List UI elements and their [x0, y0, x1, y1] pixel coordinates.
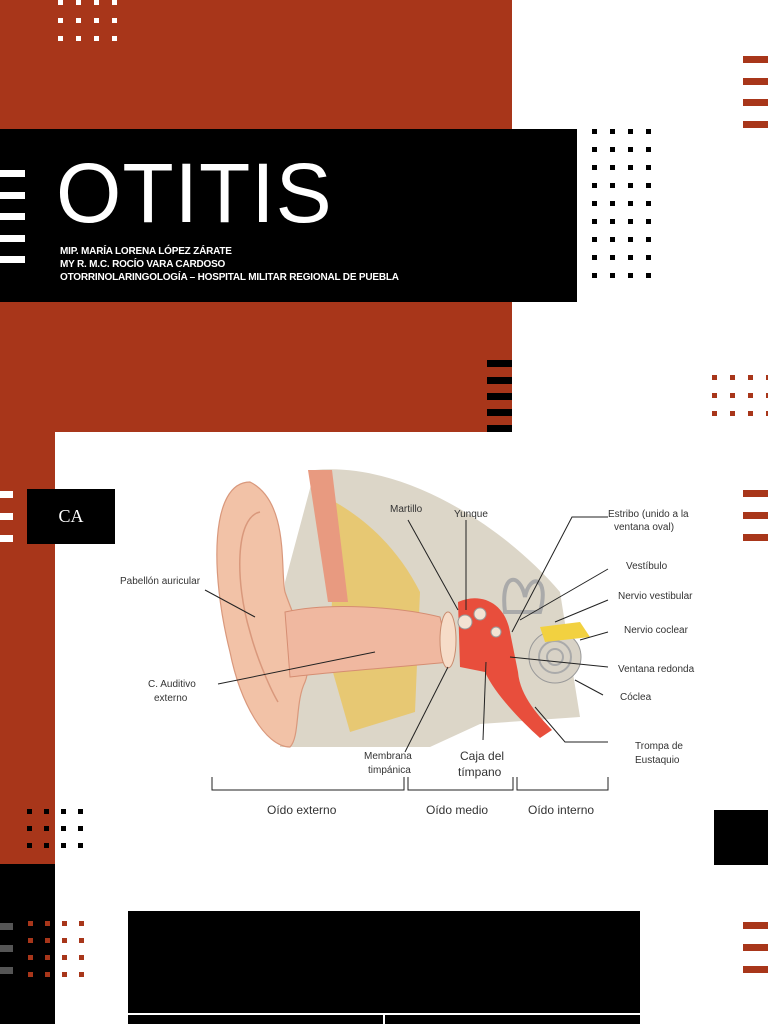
slide3-divider-tick: [383, 1013, 385, 1024]
label-nervio-vestibular: Nervio vestibular: [618, 591, 693, 602]
label-membrana-2: timpánica: [368, 765, 411, 776]
section-label: CA: [58, 506, 84, 526]
label-vestibulo: Vestíbulo: [626, 561, 668, 572]
author-line-2: MY R. M.C. ROCÍO VARA CARDOSO: [60, 259, 226, 270]
affiliation-line: OTORRINOLARINGOLOGÍA – HOSPITAL MILITAR …: [60, 272, 399, 283]
region-oido-interno: Oído interno: [528, 803, 594, 817]
label-pabellon: Pabellón auricular: [120, 576, 201, 587]
label-caja-1: Caja del: [460, 749, 504, 763]
label-coclea: Cóclea: [620, 692, 652, 703]
region-oido-medio: Oído medio: [426, 803, 488, 817]
slide3-black-box: [128, 911, 640, 1024]
page-title: OTITIS: [56, 146, 333, 240]
auricle-fold: [239, 511, 279, 703]
label-canal-1: C. Auditivo: [148, 679, 196, 690]
label-caja-2: tímpano: [458, 765, 502, 779]
tympanic-cavity: [458, 598, 552, 738]
label-estribo-2: ventana oval): [614, 522, 674, 533]
title-band: [0, 129, 577, 302]
label-membrana-1: Membrana: [364, 751, 412, 762]
incus: [473, 607, 487, 621]
label-martillo: Martillo: [390, 504, 423, 515]
ear-anatomy-diagram: Martillo Yunque Estribo (unido a la vent…: [120, 469, 695, 817]
region-oido-externo: Oído externo: [267, 803, 337, 817]
slide3-left-band: [0, 864, 55, 1024]
decor-black-square: [714, 810, 768, 865]
semicircular-canals: [502, 577, 545, 614]
auricle: [216, 481, 309, 748]
tympanic-membrane: [439, 611, 457, 669]
decor-dots-title-right: [592, 129, 651, 278]
label-yunque: Yunque: [454, 509, 488, 520]
label-canal-2: externo: [154, 693, 188, 704]
stapes: [490, 626, 502, 638]
label-ventana-redonda: Ventana redonda: [618, 664, 695, 675]
decor-dots-top-left: [58, 0, 117, 41]
decor-dots-slide3-left: [28, 921, 84, 977]
label-nervio-coclear: Nervio coclear: [624, 625, 689, 636]
label-trompa-1: Trompa de: [635, 741, 683, 752]
nerves: [540, 622, 590, 642]
label-trompa-2: Eustaquio: [635, 755, 680, 766]
author-line-1: MIP. MARÍA LORENA LÓPEZ ZÁRATE: [60, 246, 232, 257]
skin-layer: [308, 470, 348, 602]
label-estribo-1: Estribo (unido a la: [608, 509, 689, 520]
decor-dots-slide2-bottom-left: [27, 809, 83, 848]
section-label-box: CA: [27, 489, 115, 544]
malleus: [457, 614, 473, 630]
decor-dots-right: [712, 375, 768, 416]
